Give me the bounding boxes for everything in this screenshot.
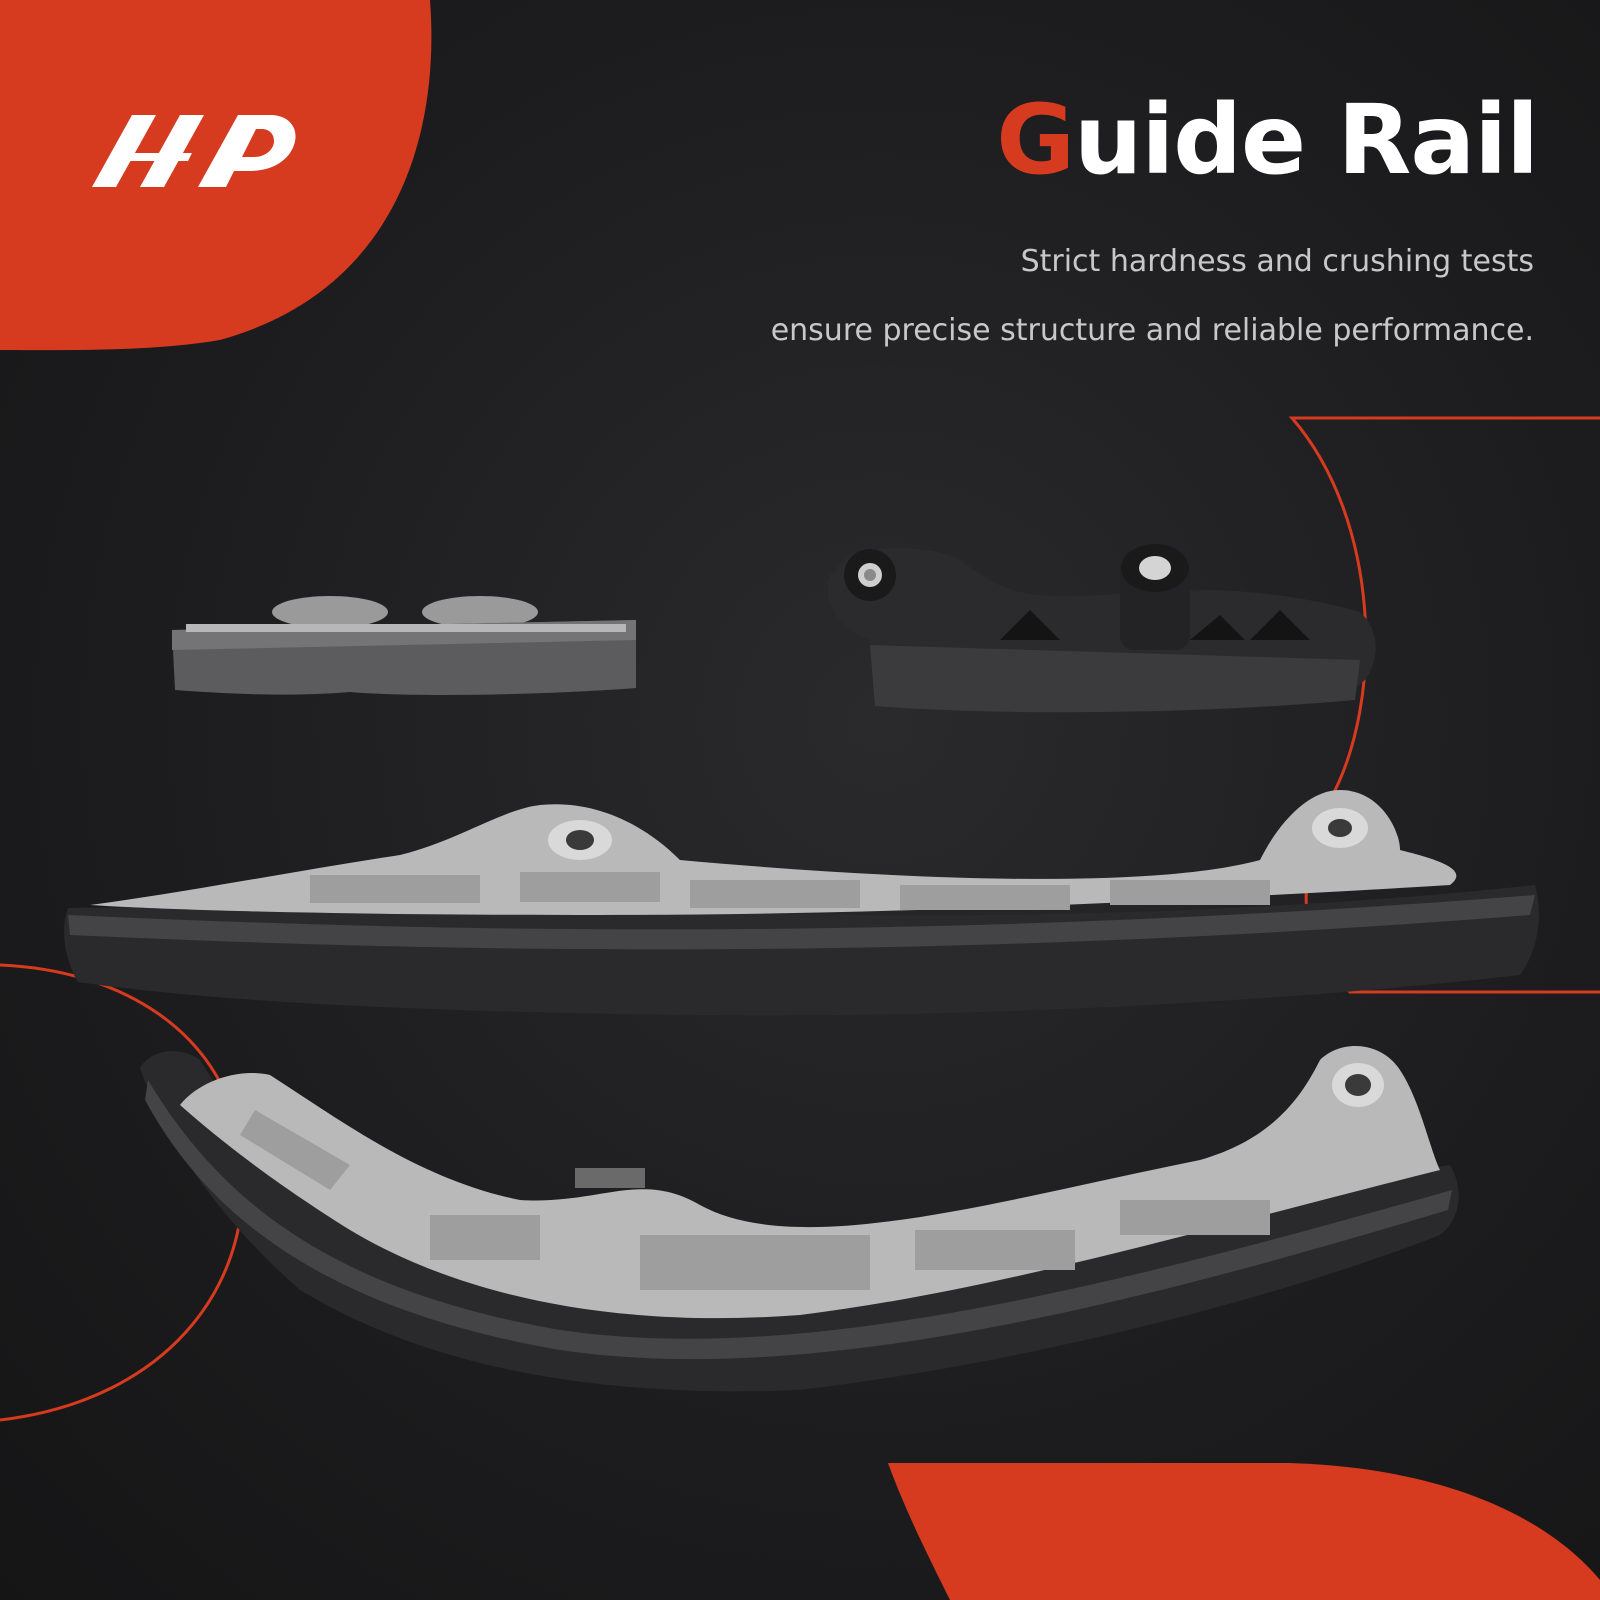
tagline-line-2: ensure precise structure and reliable pe… (770, 313, 1534, 348)
page-title: Guide Rail (996, 92, 1539, 188)
title-accent-letter: G (996, 84, 1075, 196)
brand-logo-icon (92, 115, 296, 187)
tagline-line-1: Strict hardness and crushing tests (1020, 244, 1534, 279)
tensioner-guide-image (827, 544, 1376, 713)
a-premium-logo (80, 95, 300, 199)
title-rest: uide Rail (1073, 84, 1539, 196)
short-guide-rail-image (172, 596, 636, 695)
bottom-right-accent-shape (888, 1463, 1600, 1600)
long-guide-rail-image (64, 790, 1540, 1016)
left-accent-arc (0, 963, 245, 1422)
curved-guide-rail-image (140, 1046, 1459, 1392)
